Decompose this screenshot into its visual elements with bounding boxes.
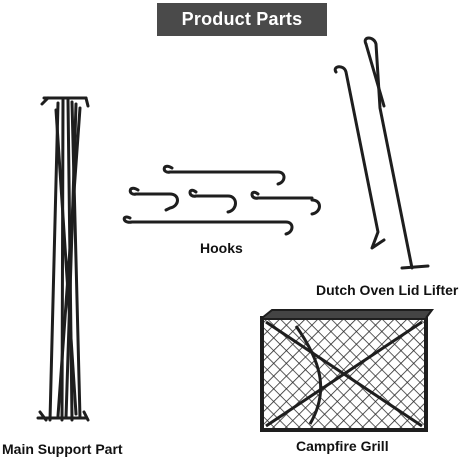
page-title: Product Parts — [181, 9, 303, 29]
page-title-banner: Product Parts — [157, 3, 327, 36]
hooks-label: Hooks — [200, 240, 243, 256]
lid-lifter-label: Dutch Oven Lid Lifter — [316, 282, 459, 298]
support-part-label: Main Support Part — [2, 441, 123, 457]
campfire-grill-label: Campfire Grill — [296, 438, 389, 454]
